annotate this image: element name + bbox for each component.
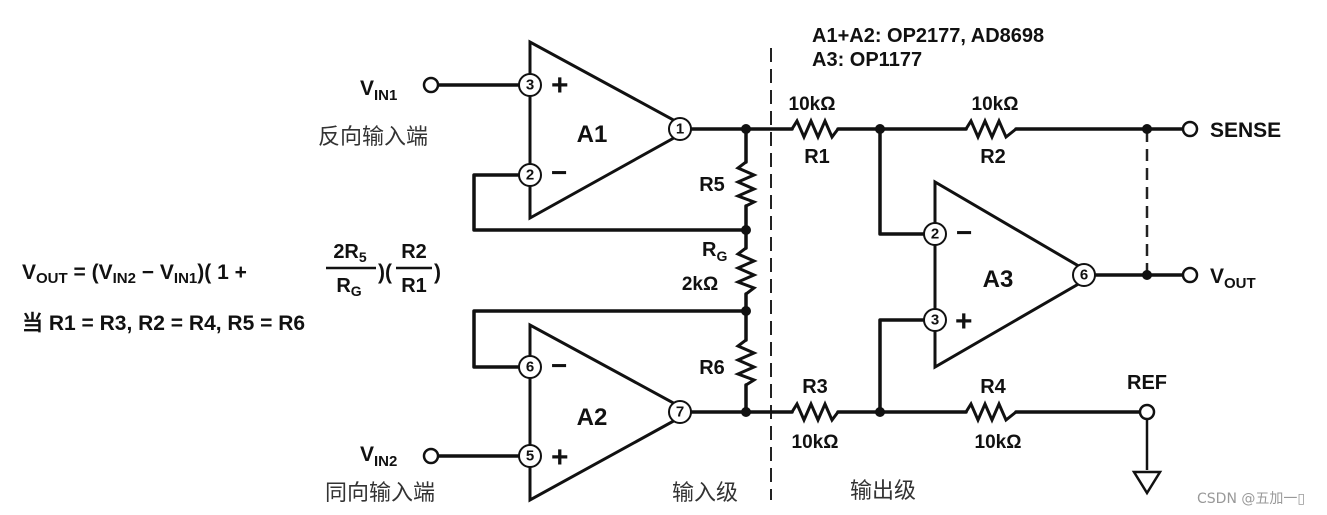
- svg-text:6: 6: [1080, 267, 1088, 284]
- svg-text:A1: A1: [577, 121, 608, 148]
- noninverting-input-label: 同向输入端: [325, 481, 435, 506]
- svg-text:RG: RG: [702, 239, 727, 264]
- terminal-vout: VOUT: [1181, 265, 1256, 292]
- watermark: CSDN @五加一▯: [1197, 491, 1305, 507]
- svg-text:R1: R1: [401, 275, 427, 297]
- svg-text:7: 7: [676, 404, 684, 421]
- a3-plus-sign: +: [955, 305, 973, 338]
- svg-text:R4: R4: [980, 376, 1006, 398]
- svg-text:10kΩ: 10kΩ: [975, 432, 1022, 453]
- svg-text:RG: RG: [336, 275, 361, 299]
- a2-minus-sign: −: [551, 350, 567, 381]
- resistor-r5: R5: [699, 160, 758, 208]
- svg-text:3: 3: [526, 77, 534, 94]
- svg-text:)(: )(: [378, 261, 392, 284]
- svg-text:REF: REF: [1127, 372, 1167, 394]
- terminal-ref: REF: [1127, 372, 1167, 421]
- svg-text:R5: R5: [699, 174, 725, 196]
- resistor-r2: 10kΩ R2: [964, 94, 1019, 168]
- resistor-r3: R3 10kΩ: [790, 376, 840, 453]
- opamp-a3: A3 2 − 3 + 6: [923, 179, 1097, 370]
- gain-formula: VOUT = (VIN2 − VIN1)( 1 + 2R5 RG )( R2 R…: [22, 241, 441, 299]
- a3-minus-sign: −: [956, 217, 972, 248]
- svg-text:2: 2: [931, 226, 939, 243]
- output-stage-label: 输出级: [850, 479, 916, 504]
- terminal-vin2: VIN2: [360, 443, 440, 470]
- inverting-input-label: 反向输入端: [318, 125, 428, 150]
- svg-text:VIN1: VIN1: [360, 77, 397, 104]
- ground-icon: [1131, 470, 1163, 496]
- svg-text:5: 5: [526, 448, 534, 465]
- svg-text:10kΩ: 10kΩ: [789, 94, 836, 115]
- svg-text:2kΩ: 2kΩ: [682, 274, 718, 295]
- junction-dots: [741, 124, 1152, 417]
- svg-text:R3: R3: [802, 376, 828, 398]
- resistor-r1: 10kΩ R1: [789, 94, 840, 168]
- resistor-r4: R4 10kΩ: [964, 376, 1022, 453]
- svg-text:R2: R2: [980, 146, 1006, 168]
- resistor-rg: RG 2kΩ: [682, 239, 758, 296]
- resistor-r6: R6: [699, 338, 758, 387]
- svg-text:R2: R2: [401, 241, 427, 263]
- svg-text:VOUT: VOUT: [1210, 265, 1256, 292]
- svg-text:10kΩ: 10kΩ: [792, 432, 839, 453]
- opamp-a2: A2 6 − 5 + 7: [518, 322, 694, 503]
- a2-plus-sign: +: [551, 441, 569, 474]
- svg-text:VOUT = (VIN2 − VIN1)( 1 +: VOUT = (VIN2 − VIN1)( 1 +: [22, 261, 247, 287]
- legend-line-1: A1+A2: OP2177, AD8698: [812, 25, 1044, 47]
- svg-text:A2: A2: [577, 404, 608, 431]
- a1-minus-sign: −: [551, 157, 567, 188]
- resistor-match-condition: 当 R1 = R3, R2 = R4, R5 = R6: [22, 311, 305, 335]
- svg-text:2: 2: [526, 167, 534, 184]
- legend-line-2: A3: OP1177: [812, 49, 922, 71]
- svg-text:R1: R1: [804, 146, 830, 168]
- a1-plus-sign: +: [551, 69, 569, 102]
- svg-text:10kΩ: 10kΩ: [972, 94, 1019, 115]
- terminal-sense: SENSE: [1181, 119, 1281, 142]
- svg-text:A3: A3: [983, 266, 1014, 293]
- svg-text:): ): [434, 261, 441, 284]
- svg-text:2R5: 2R5: [333, 241, 367, 265]
- svg-text:SENSE: SENSE: [1210, 119, 1281, 142]
- svg-text:1: 1: [676, 121, 684, 138]
- wires: [436, 83, 1185, 470]
- svg-text:R6: R6: [699, 357, 725, 379]
- svg-text:3: 3: [931, 312, 939, 329]
- input-stage-label: 输入级: [672, 481, 738, 506]
- svg-text:6: 6: [526, 359, 534, 376]
- terminal-vin1: VIN1: [360, 76, 440, 104]
- svg-text:VIN2: VIN2: [360, 443, 397, 470]
- opamp-a1: A1 3 + 2 − 1: [518, 39, 694, 221]
